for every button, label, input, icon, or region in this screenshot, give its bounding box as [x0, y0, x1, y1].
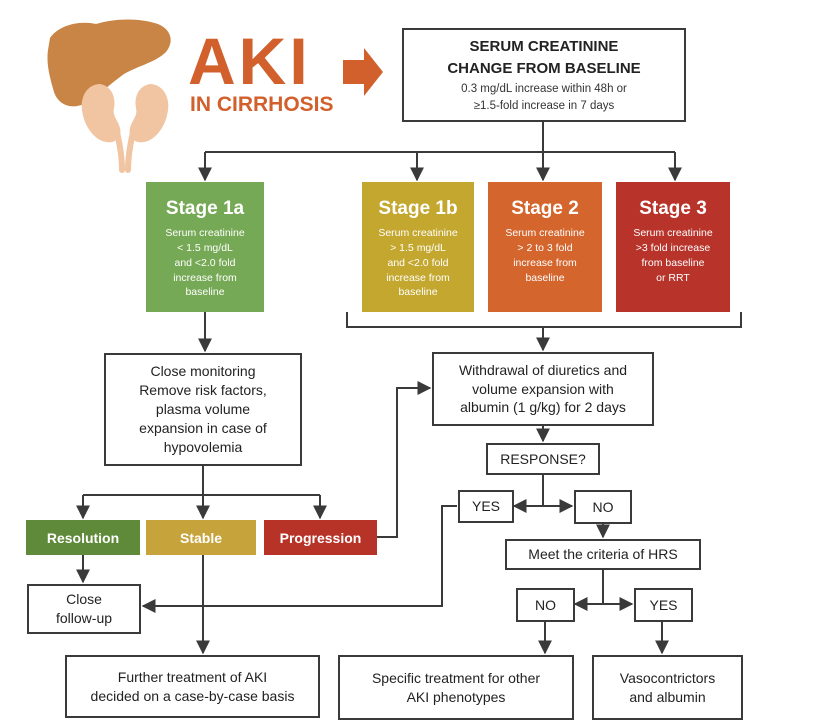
definition-detail: 0.3 mg/dL increase within 48h or ≥1.5-fo… [461, 82, 627, 112]
header-title: AKI [188, 24, 311, 98]
stage-1b-title: Stage 1b [378, 198, 458, 219]
response-no-box: NO [574, 490, 632, 524]
stage-2-title: Stage 2 [511, 198, 579, 219]
outcome-stable: Stable [146, 520, 256, 555]
outcome-progression: Progression [264, 520, 377, 555]
response-yes-box: YES [458, 490, 514, 523]
follow-up-box: Close follow-up [27, 584, 141, 634]
stage-1b-box: Stage 1b Serum creatinine > 1.5 mg/dL an… [362, 182, 474, 312]
further-treatment-box: Further treatment of AKI decided on a ca… [65, 655, 320, 718]
hrs-criteria-box: Meet the criteria of HRS [505, 539, 701, 570]
stage-3-box: Stage 3 Serum creatinine >3 fold increas… [616, 182, 730, 312]
stage-1a-desc: Serum creatinine < 1.5 mg/dL and <2.0 fo… [165, 226, 245, 299]
header-subtitle: IN CIRRHOSIS [190, 93, 334, 116]
specific-treatment-box: Specific treatment for other AKI phenoty… [338, 655, 574, 720]
stage-1a-title: Stage 1a [165, 198, 245, 219]
hrs-no-box: NO [516, 588, 575, 622]
hrs-yes-box: YES [634, 588, 693, 622]
stage-3-title: Stage 3 [639, 198, 707, 219]
response-box: RESPONSE? [486, 443, 600, 475]
withdrawal-box: Withdrawal of diuretics and volume expan… [432, 352, 654, 426]
stage-1a-box: Stage 1a Serum creatinine < 1.5 mg/dL an… [146, 182, 264, 312]
definition-box: SERUM CREATININE CHANGE FROM BASELINE 0.… [402, 28, 686, 122]
stage-1b-desc: Serum creatinine > 1.5 mg/dL and <2.0 fo… [378, 226, 458, 299]
definition-title: SERUM CREATININE CHANGE FROM BASELINE [447, 37, 641, 78]
outcome-resolution: Resolution [26, 520, 140, 555]
stage-2-desc: Serum creatinine > 2 to 3 fold increase … [505, 226, 585, 284]
stage-2-box: Stage 2 Serum creatinine > 2 to 3 fold i… [488, 182, 602, 312]
stage-3-desc: Serum creatinine >3 fold increase from b… [633, 226, 713, 284]
vasoconstrictors-box: Vasocontrictors and albumin [592, 655, 743, 720]
monitoring-box: Close monitoring Remove risk factors, pl… [104, 353, 302, 466]
